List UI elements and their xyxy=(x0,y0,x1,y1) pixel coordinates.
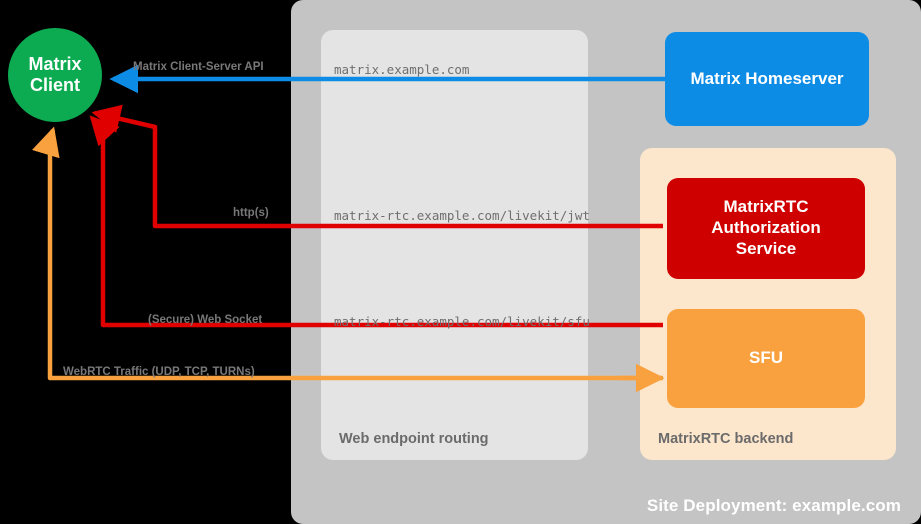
web-endpoint-routing-container: Web endpoint routing xyxy=(321,30,588,460)
auth-service-label-line2: Authorization xyxy=(711,218,821,238)
web-endpoint-routing-label: Web endpoint routing xyxy=(339,431,489,447)
matrix-homeserver-label: Matrix Homeserver xyxy=(690,68,844,88)
node-matrix-client[interactable]: Matrix Client xyxy=(8,28,102,122)
matrix-client-label-line1: Matrix xyxy=(28,54,82,75)
endpoint-url-livekit-jwt: matrix-rtc.example.com/livekit/jwt xyxy=(334,208,590,223)
auth-service-label-line1: MatrixRTC xyxy=(723,197,809,217)
node-sfu[interactable]: SFU xyxy=(667,309,865,408)
endpoint-url-livekit-sfu: matrix-rtc.example.com/livekit/sfu xyxy=(334,314,590,329)
edge-label-matrix-client-server-api: Matrix Client-Server API xyxy=(133,61,264,73)
sfu-label: SFU xyxy=(749,348,783,368)
edge-label-https: http(s) xyxy=(233,207,269,219)
site-deployment-label: Site Deployment: example.com xyxy=(646,496,901,515)
auth-service-label-line3: Service xyxy=(735,238,797,258)
edge-label-webrtc-traffic: WebRTC Traffic (UDP, TCP, TURNs) xyxy=(63,366,255,378)
matrixrtc-backend-label: MatrixRTC backend xyxy=(658,431,794,447)
node-matrixrtc-authorization-service[interactable]: MatrixRTC Authorization Service xyxy=(667,178,865,279)
matrix-client-label-line2: Client xyxy=(29,75,80,95)
edge-label-secure-websocket: (Secure) Web Socket xyxy=(148,314,263,326)
endpoint-url-matrix: matrix.example.com xyxy=(334,62,470,77)
node-matrix-homeserver[interactable]: Matrix Homeserver xyxy=(665,32,869,126)
